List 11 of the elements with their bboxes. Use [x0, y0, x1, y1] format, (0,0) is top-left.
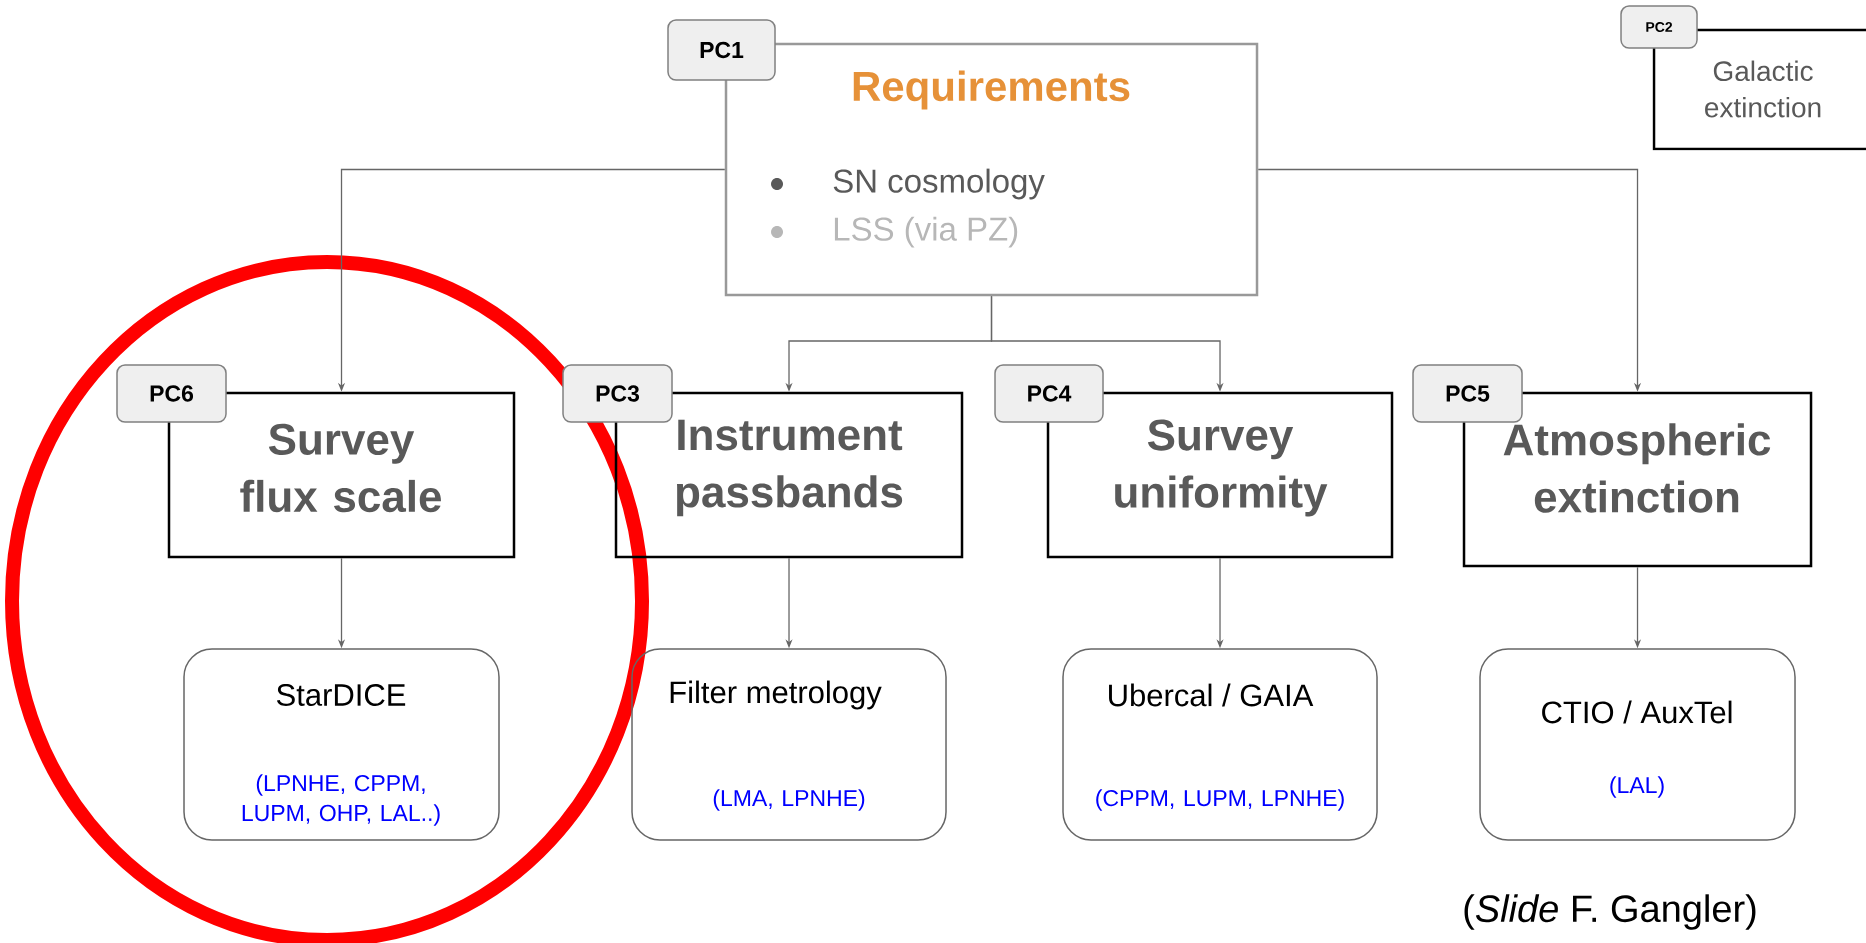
tag-box: PC3 [562, 364, 673, 423]
tag-box: PC6 [116, 364, 227, 423]
rounded-box: StarDICE (LPNHE, CPPM, LUPM, OHP, LAL..) [183, 648, 500, 841]
tag-box: PC2 [1620, 5, 1698, 49]
rounded-box: Filter metrology (LMA, LPNHE) [631, 648, 947, 841]
tag-box: PC5 [1412, 364, 1523, 423]
caption: (Slide F. Gangler) [1464, 894, 1756, 930]
rounded-box: CTIO / AuxTel (LAL) [1479, 648, 1796, 841]
tag-box: PC1 [667, 19, 776, 81]
rounded-box: Ubercal / GAIA (CPPM, LUPM, LPNHE) [1062, 648, 1378, 841]
tag-box: PC4 [994, 364, 1104, 423]
